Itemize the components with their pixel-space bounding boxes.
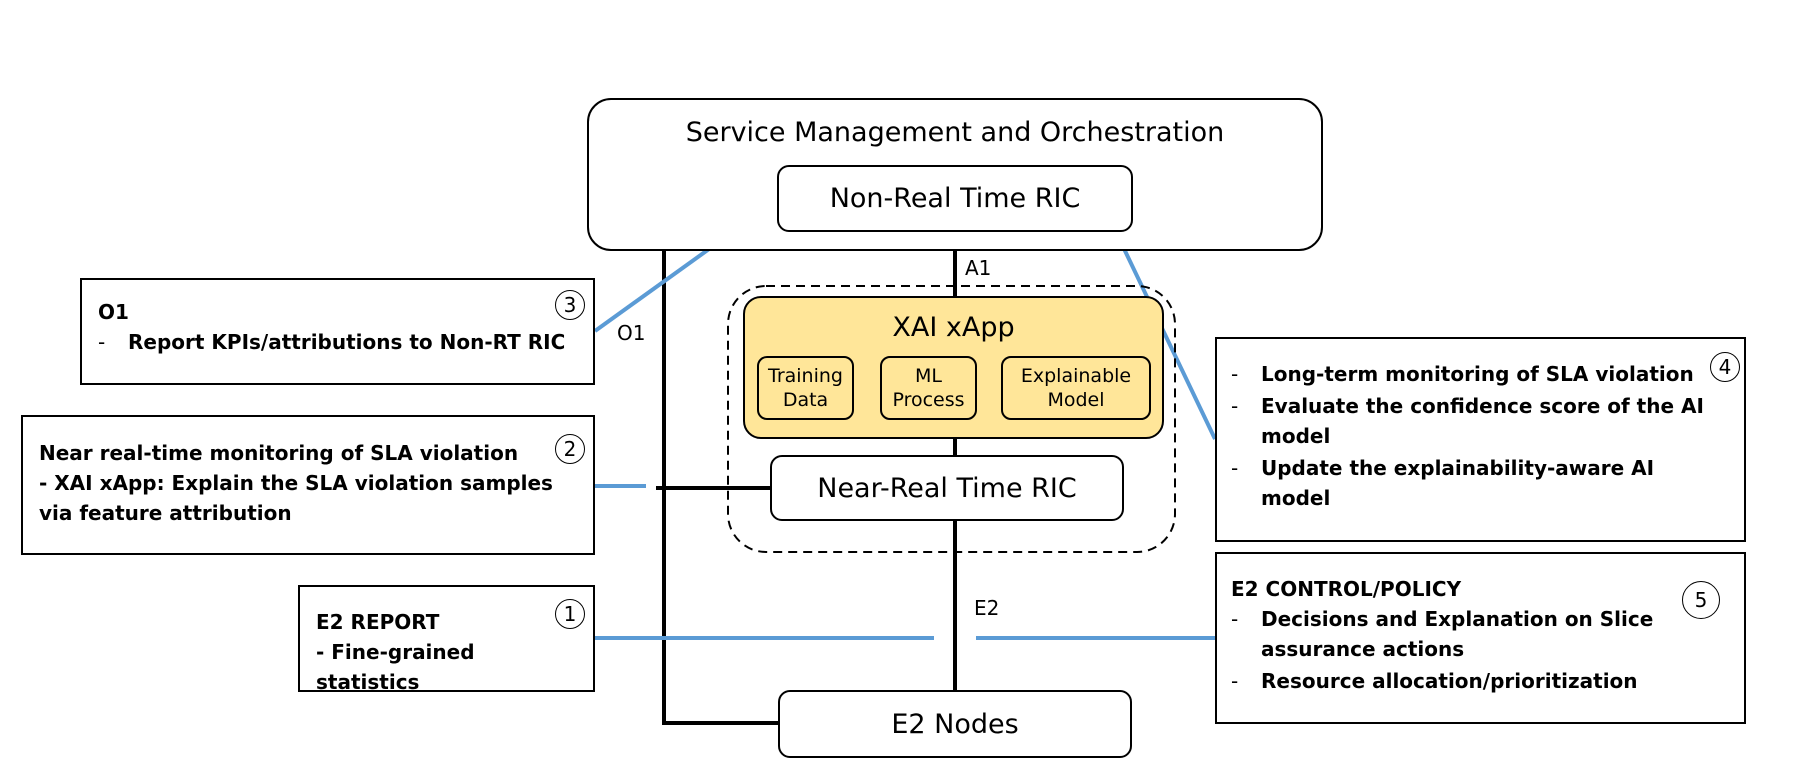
note-e2-control-list: Decisions and Explanation on Slice assur… (1231, 604, 1714, 696)
xapp-module-explainable-model: Explainable Model (1001, 356, 1151, 420)
note-non-rt-item: Update the explainability-aware AI model (1231, 453, 1714, 513)
step-badge-1: 1 (555, 599, 585, 629)
note-near-rt-monitoring: Near real-time monitoring of SLA violati… (21, 415, 595, 555)
step-badge-2: 2 (555, 434, 585, 464)
non-rt-ric-label: Non-Real Time RIC (829, 183, 1081, 214)
e2-label: E2 (974, 596, 1000, 620)
note-non-rt-monitoring: Long-term monitoring of SLA violation Ev… (1215, 337, 1746, 542)
note-o1-title: O1 (98, 300, 129, 324)
module-label: Training Data (768, 365, 843, 411)
xapp-module-training-data: Training Data (757, 356, 854, 420)
note-e2-report-line-1: E2 REPORT (316, 610, 440, 634)
a1-label: A1 (965, 256, 992, 280)
note-o1-list: Report KPIs/attributions to Non-RT RIC (98, 327, 581, 357)
non-rt-ric-box: Non-Real Time RIC (777, 165, 1133, 232)
e2-nodes-label: E2 Nodes (891, 708, 1019, 740)
callout-connector-4 (1114, 231, 1217, 440)
note-o1: O1 Report KPIs/attributions to Non-RT RI… (80, 278, 595, 385)
xai-xapp-title: XAI xApp (892, 311, 1015, 343)
xai-xapp-box: XAI xApp Training Data ML Process Explai… (743, 296, 1164, 439)
step-badge-5: 5 (1682, 581, 1720, 619)
module-label: ML Process (892, 365, 965, 411)
note-e2-control-policy: E2 CONTROL/POLICY Decisions and Explanat… (1215, 552, 1746, 724)
note-e2-report-line-2: - Fine-grained statistics (316, 640, 475, 694)
smo-title: Service Management and Orchestration (685, 116, 1225, 148)
near-rt-ric-box: Near-Real Time RIC (770, 455, 1124, 521)
module-label: Explainable Model (1020, 365, 1132, 411)
note-non-rt-item: Evaluate the confidence score of the AI … (1231, 391, 1714, 451)
near-rt-ric-label: Near-Real Time RIC (817, 472, 1077, 504)
note-near-rt-line-1: Near real-time monitoring of SLA violati… (39, 441, 519, 465)
note-e2-control-title: E2 CONTROL/POLICY (1231, 577, 1462, 601)
note-near-rt-line-2: - XAI xApp: Explain the SLA violation sa… (39, 471, 553, 525)
step-badge-3: 3 (555, 290, 585, 320)
note-e2-control-item: Resource allocation/prioritization (1231, 666, 1714, 696)
note-non-rt-item: Long-term monitoring of SLA violation (1231, 359, 1714, 389)
note-non-rt-list: Long-term monitoring of SLA violation Ev… (1231, 359, 1714, 513)
note-e2-report: E2 REPORT - Fine-grained statistics 1 (298, 585, 595, 694)
o1-label: O1 (617, 321, 646, 345)
e2-nodes-box: E2 Nodes (778, 690, 1132, 758)
step-badge-4: 4 (1710, 352, 1740, 382)
near-rt-ric-boundary (727, 285, 1176, 553)
note-o1-item: Report KPIs/attributions to Non-RT RIC (98, 327, 581, 357)
note-e2-control-item: Decisions and Explanation on Slice assur… (1231, 604, 1714, 664)
xapp-module-ml-process: ML Process (880, 356, 977, 420)
